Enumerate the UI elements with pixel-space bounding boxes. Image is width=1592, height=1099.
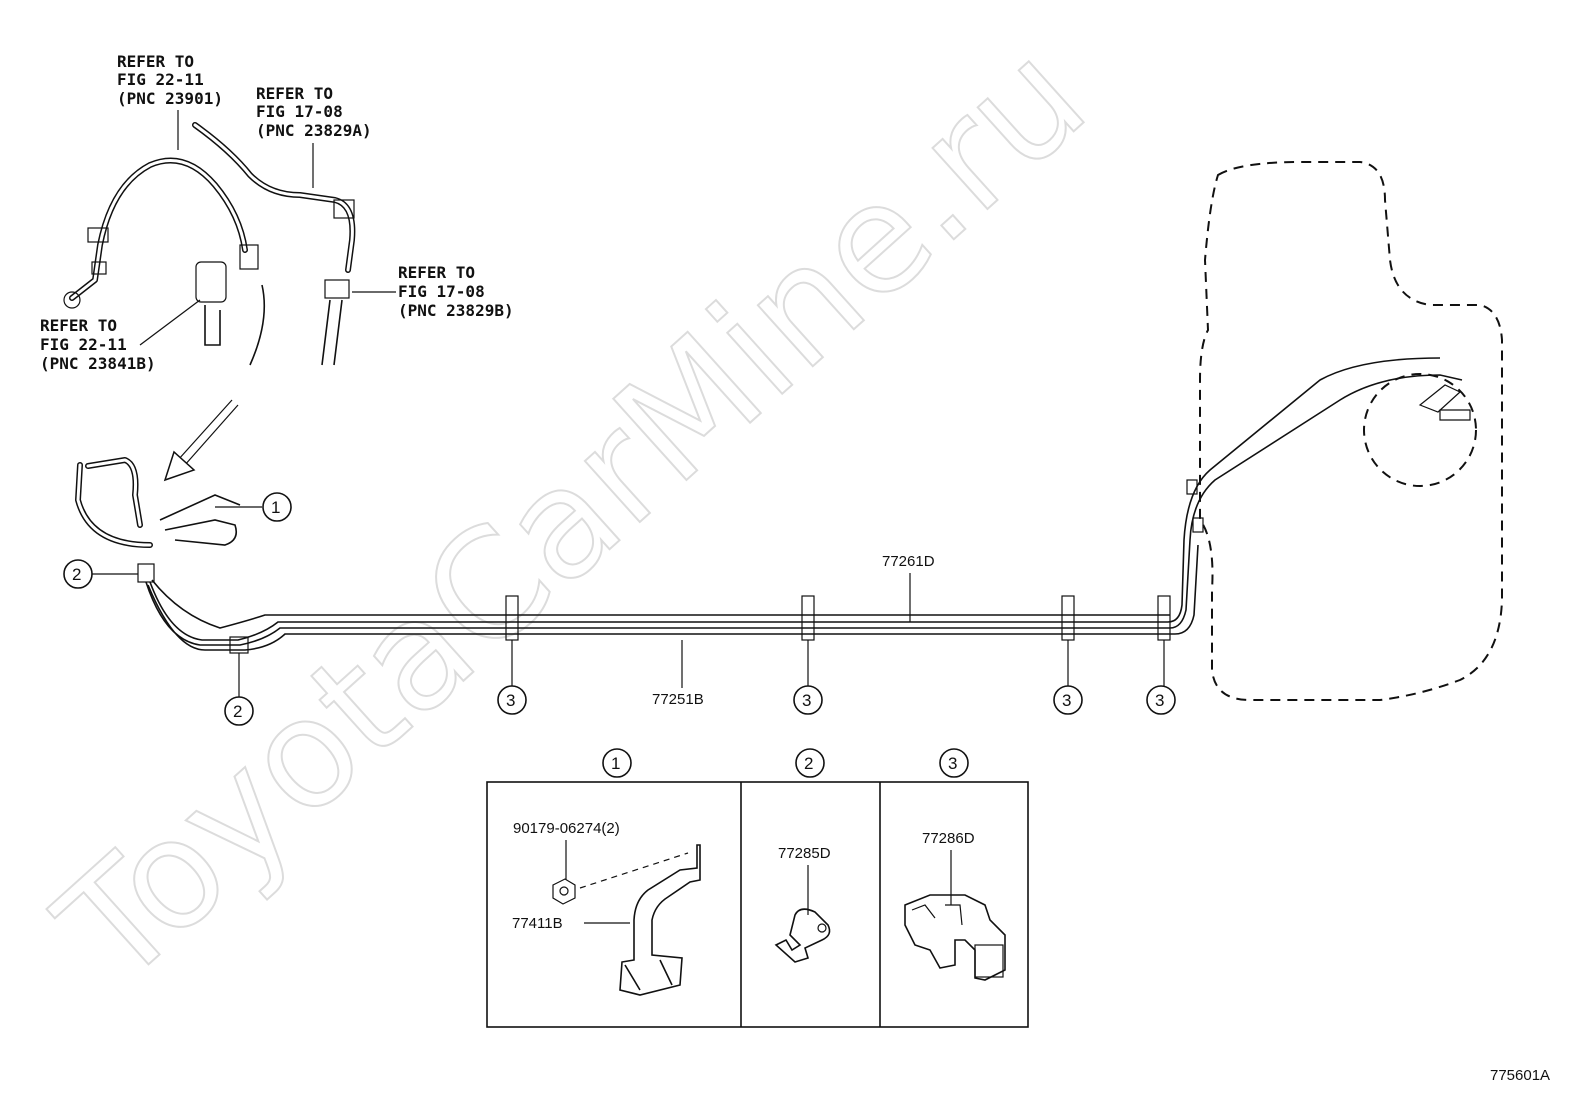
hose-23841b (195, 261, 266, 366)
hose-23829b (321, 279, 350, 366)
hose-23829a (192, 122, 356, 273)
svg-text:REFER TO: REFER TO (256, 84, 333, 103)
svg-text:FIG 22-11: FIG 22-11 (117, 70, 204, 89)
front-connector-assembly (75, 457, 241, 583)
svg-text:2: 2 (804, 754, 813, 773)
hose-23901 (63, 157, 259, 309)
svg-text:FIG 17-08: FIG 17-08 (398, 282, 485, 301)
callout-3-a: 3 (497, 685, 527, 715)
detail-inset-table (486, 781, 1029, 1028)
svg-text:1: 1 (611, 754, 620, 773)
callout-2-main-top: 2 (63, 559, 93, 589)
part-number-77285D: 77285D (778, 845, 831, 862)
svg-text:REFER TO: REFER TO (398, 263, 475, 282)
direction-arrow (163, 399, 239, 482)
part-number-77286D: 77286D (922, 830, 975, 847)
part-number-90179-06274: 90179-06274(2) (513, 820, 620, 837)
inset-header-3: 3 (939, 748, 969, 778)
svg-text:3: 3 (802, 691, 811, 710)
reference-label-23829b: REFER TO FIG 17-08 (PNC 23829B) (398, 263, 514, 320)
fuel-tank-outline (1199, 161, 1503, 701)
svg-text:1: 1 (271, 498, 280, 517)
clamp-77286d (904, 894, 1006, 981)
svg-text:(PNC 23829A): (PNC 23829A) (256, 121, 372, 140)
svg-text:FIG 22-11: FIG 22-11 (40, 335, 127, 354)
inset-header-2: 2 (795, 748, 825, 778)
reference-label-23841b: REFER TO FIG 22-11 (PNC 23841B) (40, 316, 156, 373)
clamp-77285d (774, 908, 831, 963)
svg-text:REFER TO: REFER TO (40, 316, 117, 335)
bolt-nut (552, 878, 576, 905)
part-number-77261D: 77261D (882, 553, 935, 570)
svg-text:(PNC 23829B): (PNC 23829B) (398, 301, 514, 320)
svg-text:3: 3 (506, 691, 515, 710)
reference-label-23901: REFER TO FIG 22-11 (PNC 23901) (117, 52, 223, 108)
callout-3-b: 3 (793, 685, 823, 715)
svg-text:2: 2 (233, 702, 242, 721)
part-number-77411B: 77411B (512, 915, 563, 932)
svg-text:3: 3 (948, 754, 957, 773)
svg-text:(PNC 23901): (PNC 23901) (117, 89, 223, 108)
callout-3-c: 3 (1053, 685, 1083, 715)
callout-3-d: 3 (1146, 685, 1176, 715)
svg-text:3: 3 (1062, 691, 1071, 710)
svg-text:REFER TO: REFER TO (117, 52, 194, 71)
svg-text:FIG 17-08: FIG 17-08 (256, 102, 343, 121)
svg-text:(PNC 23841B): (PNC 23841B) (40, 354, 156, 373)
main-fuel-lines (145, 357, 1463, 651)
svg-text:3: 3 (1155, 691, 1164, 710)
svg-text:2: 2 (72, 565, 81, 584)
watermark: ToyotaCarMine.ru (27, 11, 1118, 1018)
inset-header-1: 1 (602, 748, 632, 778)
bracket-77411b (619, 844, 701, 996)
figure-code: 775601A (1490, 1067, 1550, 1084)
reference-label-23829a: REFER TO FIG 17-08 (PNC 23829A) (256, 84, 372, 140)
callout-1-main: 1 (262, 492, 292, 522)
part-number-77251B: 77251B (652, 691, 704, 708)
